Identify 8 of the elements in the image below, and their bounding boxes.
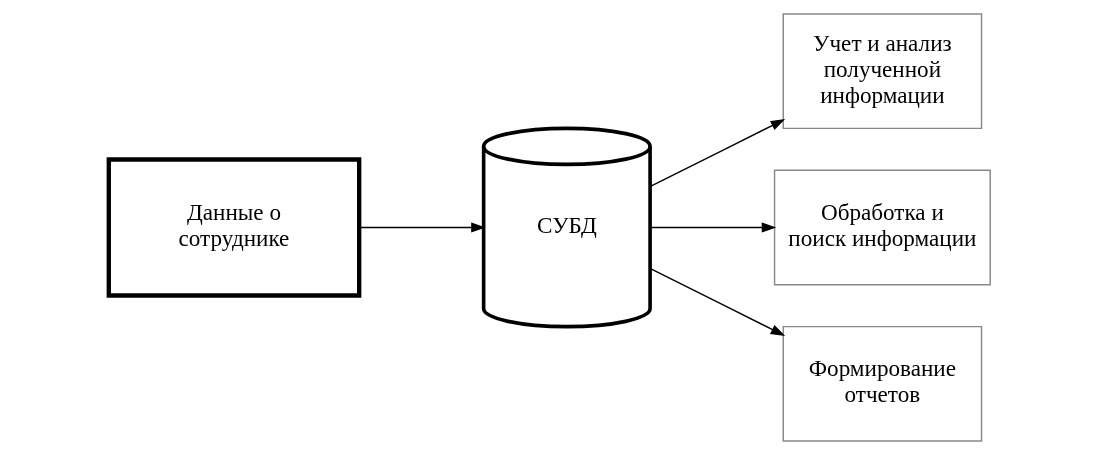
- node-box: Данные о сотруднике: [106, 157, 362, 298]
- node-box: Учет и анализ полученной информации: [782, 13, 983, 130]
- node-box: Формирование отчетов: [782, 325, 983, 442]
- arrow: [649, 267, 786, 336]
- arrow: [358, 222, 486, 233]
- arrow: [649, 222, 777, 233]
- node-box: Обработка и поиск информации: [773, 169, 991, 286]
- arrow: [649, 119, 786, 188]
